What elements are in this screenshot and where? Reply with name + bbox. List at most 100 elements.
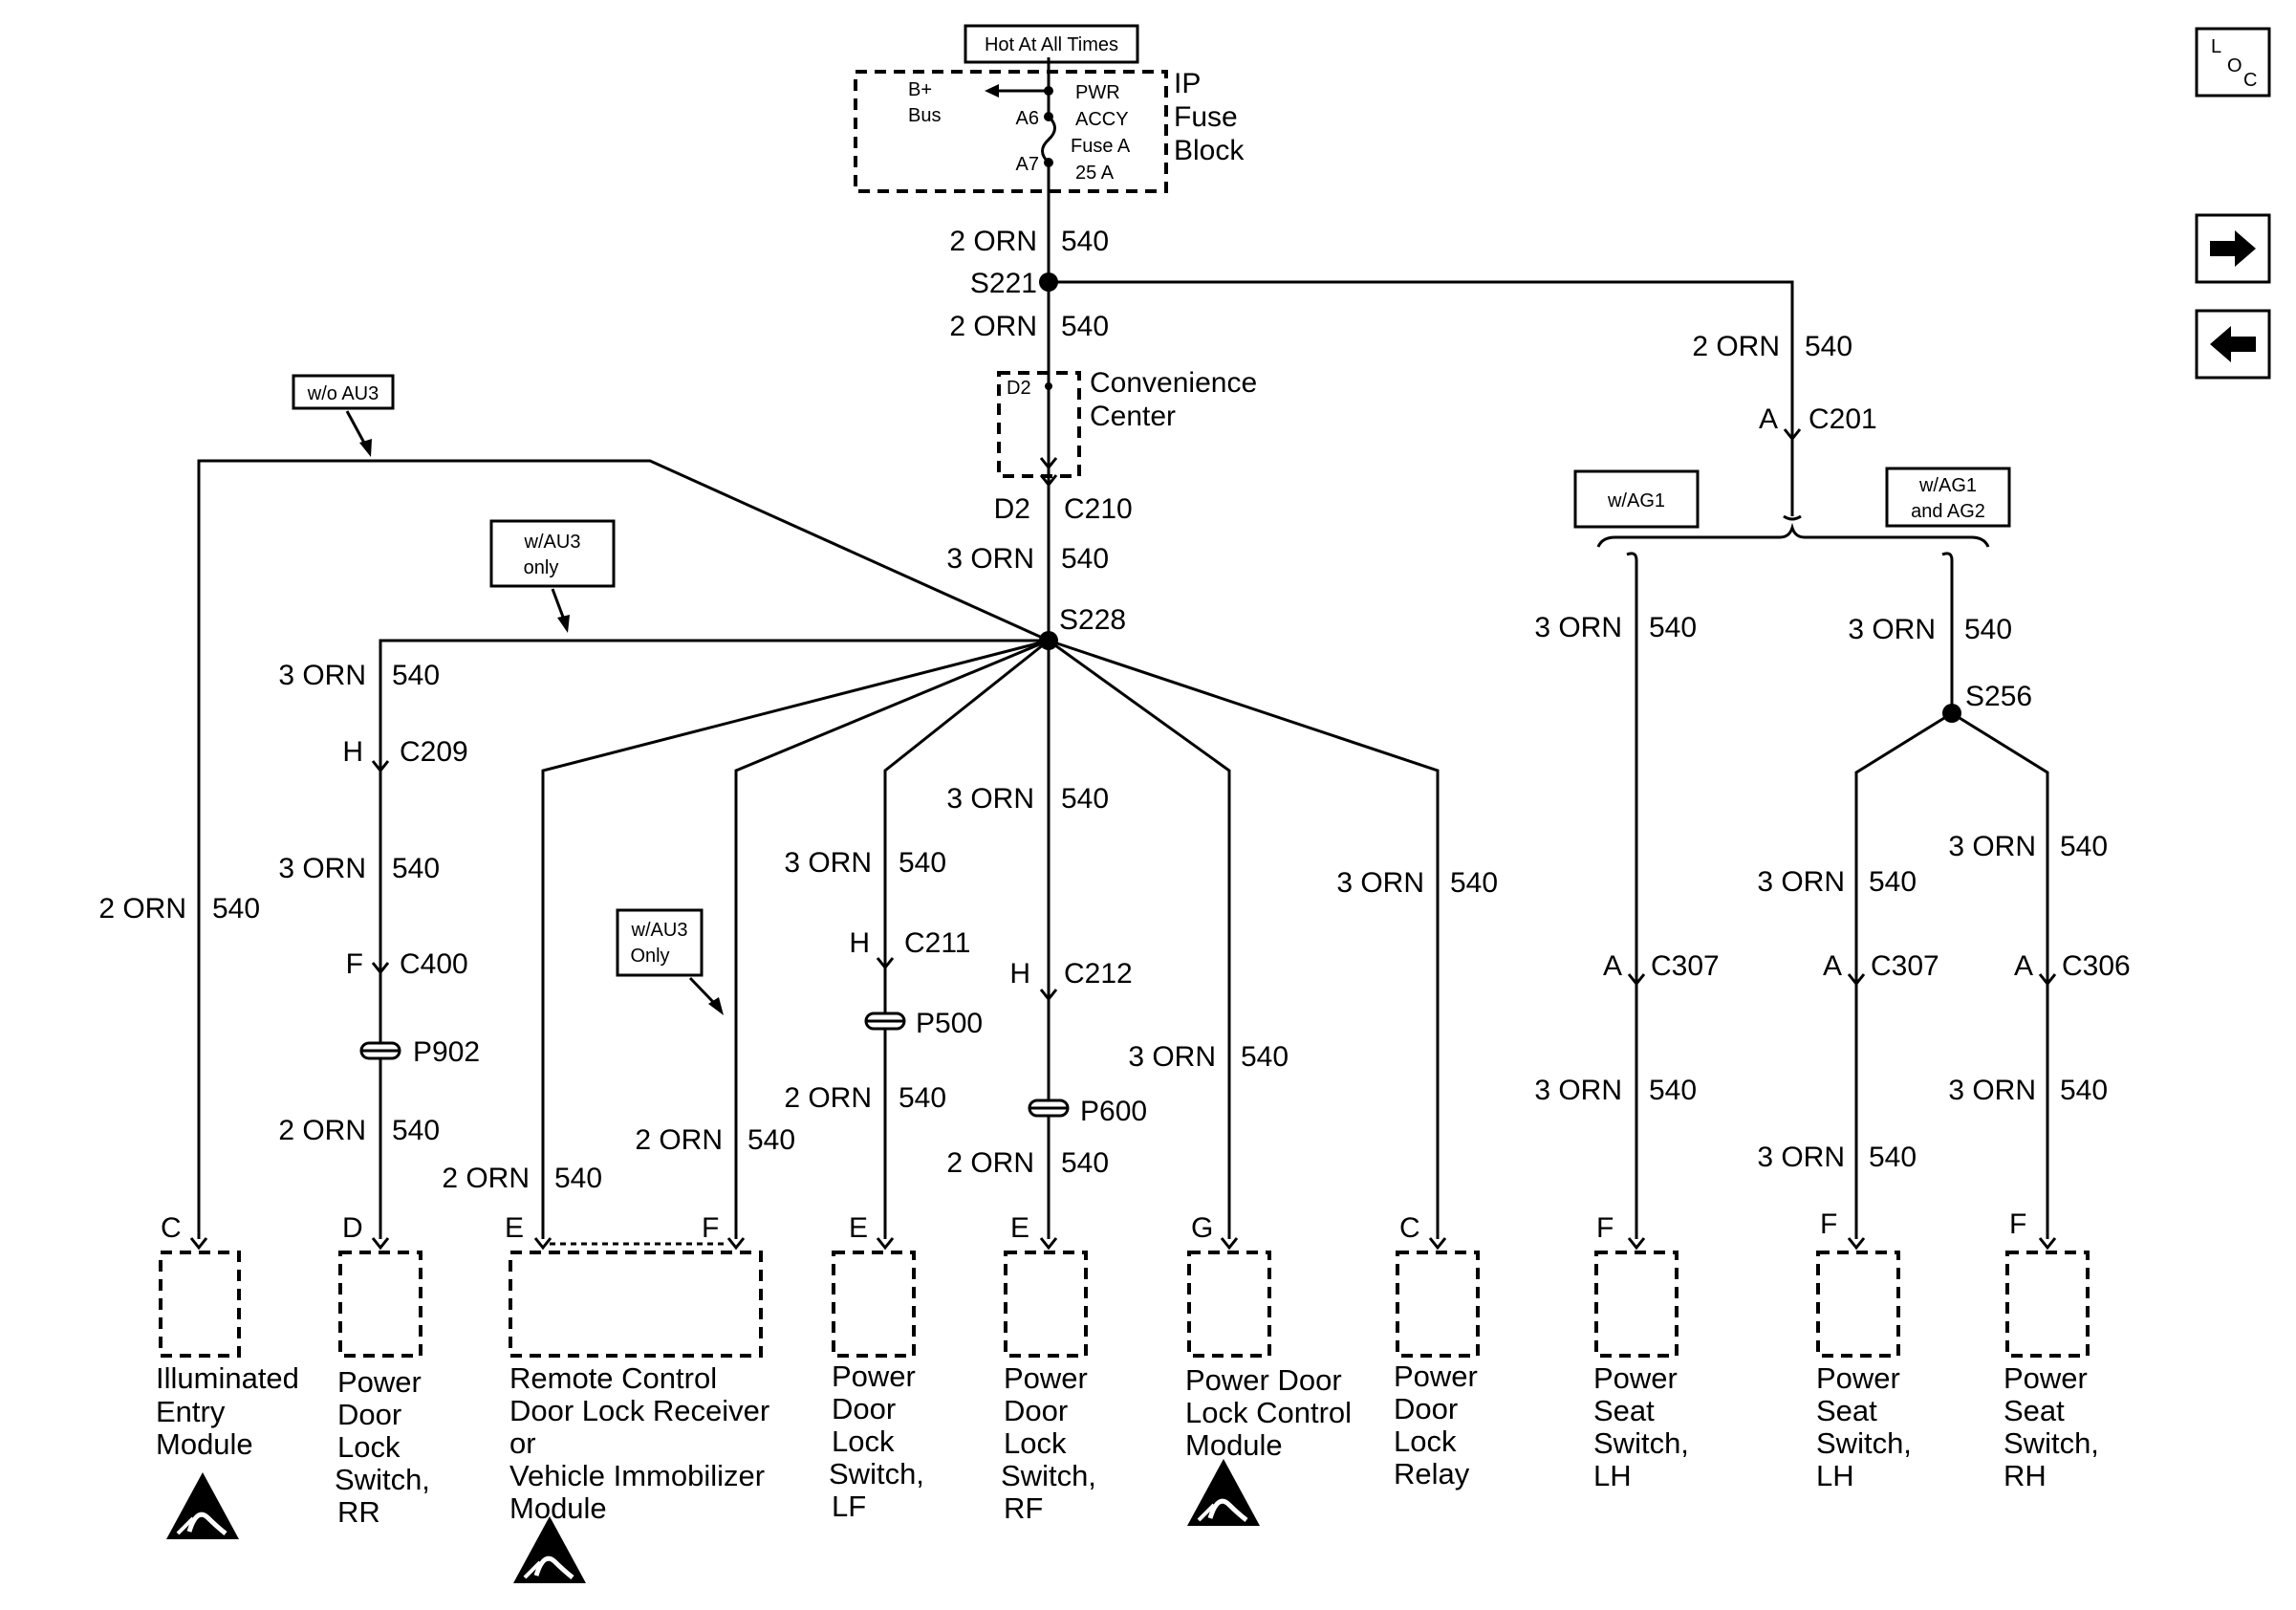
hot-at-all-times-label: Hot At All Times <box>964 24 1139 64</box>
svg-text:Block: Block <box>1174 135 1245 166</box>
svg-text:Switch,: Switch, <box>1593 1426 1689 1460</box>
connector-pin-label: H <box>849 927 870 959</box>
option-bracket <box>1596 522 1990 548</box>
svg-text:O: O <box>2227 55 2242 76</box>
connector-pin-label: D2 <box>994 493 1030 525</box>
svg-text:Power: Power <box>1004 1361 1088 1395</box>
circuit-number-label: 540 <box>392 853 440 884</box>
wire-size-label: 3 ORN <box>278 853 366 884</box>
bus-arrow-icon <box>985 84 999 98</box>
svg-text:F: F <box>1820 1208 1837 1240</box>
circuit-number-label: 540 <box>899 1082 946 1114</box>
ag1-seat-wire <box>1626 552 1638 1239</box>
circuit-number-label: 540 <box>1450 867 1498 899</box>
arrow-right-icon <box>2210 230 2256 267</box>
svg-text:B+: B+ <box>908 79 932 100</box>
power-door-lock-switch-lf: E Power Door Lock Switch, LF <box>829 1212 924 1523</box>
svg-text:w/AG1: w/AG1 <box>1918 475 1977 496</box>
esd-warning-icon <box>166 1472 239 1539</box>
next-page-button[interactable] <box>2195 213 2271 284</box>
wire-size-label: 2 ORN <box>278 1115 366 1146</box>
wire-size-label: 2 ORN <box>442 1163 530 1194</box>
wire-size-label: 3 ORN <box>278 660 366 691</box>
wire-size-label: 3 ORN <box>946 543 1034 575</box>
wire-size-label: 2 ORN <box>784 1082 872 1114</box>
power-door-lock-relay: C Power Door Lock Relay <box>1394 1212 1480 1490</box>
svg-text:and AG2: and AG2 <box>1911 501 1985 522</box>
esd-warning-icon <box>1187 1459 1260 1526</box>
power-seat-switch-rh: F Power Seat Switch, RH <box>2004 1208 2099 1492</box>
svg-text:E: E <box>505 1212 524 1244</box>
svg-text:A6: A6 <box>1016 108 1039 129</box>
svg-text:Door: Door <box>1394 1392 1458 1425</box>
svg-text:Fuse: Fuse <box>1174 101 1238 133</box>
connector-label: C400 <box>400 948 468 980</box>
option-break <box>1783 514 1802 521</box>
seat-lh2-wire <box>1854 711 1953 1239</box>
connector-label: C212 <box>1064 958 1133 990</box>
svg-text:ACCY: ACCY <box>1075 109 1129 130</box>
wire-size-label: 3 ORN <box>1534 1075 1622 1106</box>
connector-pin-label: H <box>1009 958 1030 990</box>
svg-text:Power: Power <box>1593 1361 1678 1395</box>
svg-text:Power Door: Power Door <box>1185 1363 1342 1397</box>
circuit-number-label: 540 <box>1805 331 1852 362</box>
circuit-number-label: 540 <box>1649 1075 1697 1106</box>
wire-size-label: 3 ORN <box>1757 866 1845 898</box>
power-door-lock-switch-rf: E Power Door Lock Switch, RF <box>1001 1212 1096 1525</box>
connector-pin-label: H <box>342 736 363 768</box>
svg-text:only: only <box>524 557 559 578</box>
connector-label: C307 <box>1651 950 1720 982</box>
svg-text:Vehicle Immobilizer: Vehicle Immobilizer <box>509 1459 765 1492</box>
splice-label: S221 <box>970 268 1037 299</box>
wire-size-label: 3 ORN <box>1336 867 1424 899</box>
svg-text:E: E <box>1010 1212 1029 1244</box>
circuit-number-label: 540 <box>1061 311 1109 342</box>
iem-wire <box>197 459 1050 1239</box>
connector-label: C209 <box>400 736 468 768</box>
w-ag1-condition: w/AG1 <box>1573 469 1700 529</box>
svg-text:Lock: Lock <box>1394 1425 1457 1458</box>
connector-label: C211 <box>904 927 971 959</box>
svg-text:G: G <box>1191 1212 1213 1244</box>
wire-size-label: 2 ORN <box>946 1147 1034 1179</box>
circuit-number-label: 540 <box>1869 1142 1917 1173</box>
wire-size-label: 3 ORN <box>1128 1041 1216 1073</box>
circuit-number-label: 540 <box>392 1115 440 1146</box>
remote-control-door-lock-receiver: E F Remote Control Door Lock Receiver or… <box>505 1212 769 1583</box>
connector-label: C210 <box>1064 493 1133 525</box>
pass-through-label: P902 <box>413 1036 480 1068</box>
svg-text:Door: Door <box>1004 1394 1068 1427</box>
circuit-number-label: 540 <box>1061 226 1109 257</box>
svg-text:Illuminated: Illuminated <box>156 1361 299 1395</box>
svg-text:Lock: Lock <box>337 1430 401 1464</box>
svg-text:Convenience: Convenience <box>1090 367 1257 399</box>
seat-rh-wire <box>1951 711 2049 1239</box>
circuit-number-label: 540 <box>1061 783 1109 815</box>
wire-size-label: 3 ORN <box>1948 831 2036 862</box>
wire-size-label: 2 ORN <box>949 311 1037 342</box>
previous-page-button[interactable] <box>2195 309 2271 380</box>
svg-text:Module: Module <box>1185 1428 1283 1462</box>
svg-text:Power: Power <box>1394 1360 1478 1393</box>
wo-au3-condition: w/o AU3 <box>292 374 395 457</box>
connector-pin-label: A <box>1823 950 1842 982</box>
svg-text:RH: RH <box>2004 1459 2047 1492</box>
svg-text:Entry: Entry <box>156 1395 226 1428</box>
svg-text:w/AG1: w/AG1 <box>1607 490 1665 511</box>
locator-button[interactable]: L O C <box>2195 27 2271 98</box>
svg-text:Door Lock Receiver: Door Lock Receiver <box>509 1394 769 1427</box>
connector-pin-label: A <box>1603 950 1622 982</box>
wire-size-label: 3 ORN <box>946 783 1034 815</box>
svg-text:RF: RF <box>1004 1491 1043 1525</box>
svg-text:Power: Power <box>832 1360 916 1393</box>
svg-text:or: or <box>509 1426 536 1460</box>
svg-text:w/AU3: w/AU3 <box>524 532 581 553</box>
svg-text:LH: LH <box>1816 1459 1854 1492</box>
power-seat-switch-lh-1: F Power Seat Switch, LH <box>1593 1212 1689 1492</box>
svg-text:C: C <box>1399 1212 1420 1244</box>
circuit-number-label: 540 <box>1241 1041 1289 1073</box>
power-seat-switch-lh-2: F Power Seat Switch, LH <box>1816 1208 1912 1492</box>
connector-pin-label: A <box>1759 403 1778 435</box>
